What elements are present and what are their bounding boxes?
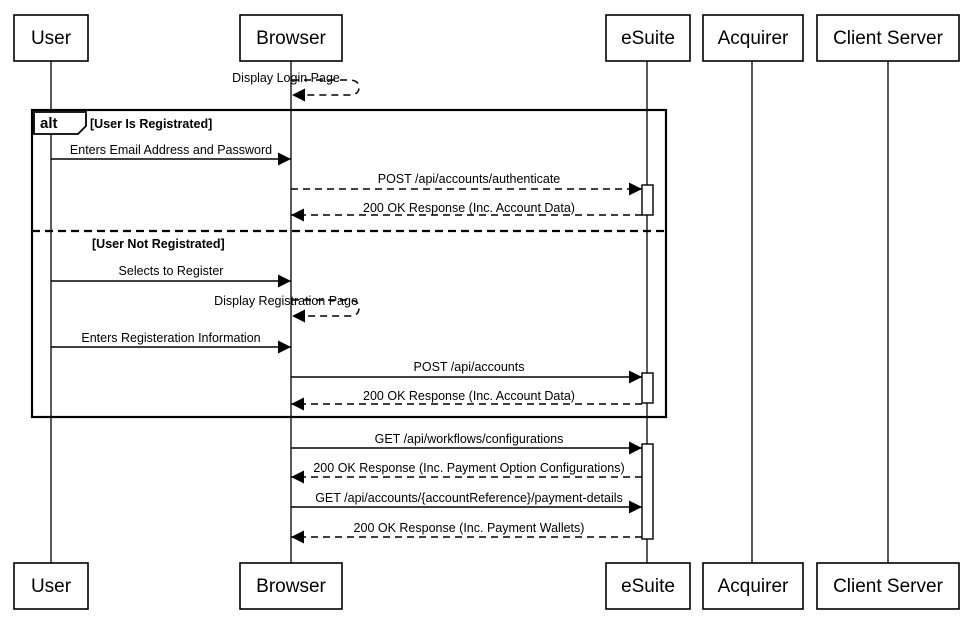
message-label: 200 OK Response (Inc. Account Data) — [363, 201, 575, 215]
participant-footer-client_server[interactable]: Client Server — [816, 562, 960, 610]
participant-header-acquirer[interactable]: Acquirer — [702, 14, 804, 62]
arrowhead — [291, 208, 304, 222]
fragment-operator-tab — [33, 111, 87, 135]
message-m2: Enters Email Address and Password — [51, 143, 291, 166]
participant-footer-user[interactable]: User — [13, 562, 89, 610]
arrowhead — [629, 182, 642, 196]
message-label: Enters Email Address and Password — [70, 143, 272, 157]
participant-label: User — [31, 28, 72, 49]
participant-box[interactable] — [605, 562, 691, 610]
message-path — [292, 79, 360, 96]
arrowhead — [629, 500, 642, 514]
message-m8: POST /api/accounts — [291, 360, 642, 384]
participant-box[interactable] — [702, 562, 804, 610]
fragment-guard-label-1: [User Not Registrated] — [92, 237, 225, 251]
participant-box[interactable] — [702, 14, 804, 62]
message-label: GET /api/accounts/{accountReference}/pay… — [315, 491, 623, 505]
alt-fragment-group: alt [User Is Registrated] [User Not Regist… — [30, 108, 668, 419]
participant-header-client_server[interactable]: Client Server — [816, 14, 960, 62]
participant-label: eSuite — [621, 576, 675, 597]
message-label: POST /api/accounts — [414, 360, 525, 374]
arrowhead — [292, 309, 305, 323]
activation-bars-group — [641, 184, 654, 540]
activation-bar-esuite-1 — [641, 372, 654, 404]
message-m3: POST /api/accounts/authenticate — [291, 172, 642, 196]
message-m11: 200 OK Response (Inc. Payment Option Con… — [291, 461, 642, 484]
participant-footers-group: User Browser eSuite Acquirer Client Server — [13, 562, 960, 610]
message-m13: 200 OK Response (Inc. Payment Wallets) — [291, 521, 642, 544]
fragment-frame-alt-registration — [30, 108, 668, 419]
message-m12: GET /api/accounts/{accountReference}/pay… — [291, 491, 642, 514]
arrowhead — [629, 441, 642, 455]
participant-label: User — [31, 576, 72, 597]
message-label: Selects to Register — [119, 264, 224, 278]
participant-label: Browser — [256, 576, 326, 597]
arrowhead — [292, 88, 305, 102]
participant-header-browser[interactable]: Browser — [239, 14, 343, 62]
participant-label: Client Server — [833, 28, 943, 49]
arrowhead — [629, 370, 642, 384]
message-label: Display Login Page — [232, 71, 340, 85]
activation-bar-esuite-2 — [641, 443, 654, 540]
arrowhead — [278, 274, 291, 288]
message-label: Enters Registeration Information — [81, 331, 260, 345]
message-path — [292, 299, 360, 317]
message-label: 200 OK Response (Inc. Account Data) — [363, 389, 575, 403]
participant-box[interactable] — [816, 14, 960, 62]
message-m1: Display Login Page — [232, 71, 360, 102]
arrowhead — [291, 470, 304, 484]
message-label: 200 OK Response (Inc. Payment Option Con… — [313, 461, 624, 475]
participant-box[interactable] — [239, 562, 343, 610]
participant-box[interactable] — [605, 14, 691, 62]
arrowhead — [291, 530, 304, 544]
message-label: POST /api/accounts/authenticate — [378, 172, 561, 186]
participant-box[interactable] — [816, 562, 960, 610]
participant-label: Acquirer — [718, 576, 789, 597]
participant-label: Client Server — [833, 576, 943, 597]
message-label: Display Registration Page — [214, 294, 358, 308]
message-m4: 200 OK Response (Inc. Account Data) — [291, 201, 642, 222]
participant-box[interactable] — [239, 14, 343, 62]
message-m9: 200 OK Response (Inc. Account Data) — [291, 389, 642, 411]
participant-label: eSuite — [621, 28, 675, 49]
participant-header-user[interactable]: User — [13, 14, 89, 62]
participant-label: Browser — [256, 28, 326, 49]
message-m5: Selects to Register — [51, 264, 291, 288]
arrowhead — [278, 340, 291, 354]
activation-bar-esuite-0 — [641, 184, 654, 216]
participant-footer-browser[interactable]: Browser — [239, 562, 343, 610]
message-label: GET /api/workflows/configurations — [375, 432, 564, 446]
participant-box[interactable] — [13, 562, 89, 610]
participant-header-esuite[interactable]: eSuite — [605, 14, 691, 62]
arrowhead — [291, 397, 304, 411]
participant-headers-group: User Browser eSuite Acquirer Client Server — [13, 14, 960, 62]
participant-footer-esuite[interactable]: eSuite — [605, 562, 691, 610]
participant-label: Acquirer — [718, 28, 789, 49]
message-m7: Enters Registeration Information — [51, 331, 291, 354]
message-m6: Display Registration Page — [214, 294, 360, 323]
arrowhead — [278, 152, 291, 166]
lifelines-group — [50, 61, 889, 563]
message-m10: GET /api/workflows/configurations — [291, 432, 642, 455]
fragment-operator-label: alt — [40, 115, 58, 132]
participant-box[interactable] — [13, 14, 89, 62]
message-label: 200 OK Response (Inc. Payment Wallets) — [354, 521, 585, 535]
participant-footer-acquirer[interactable]: Acquirer — [702, 562, 804, 610]
fragment-guard-label-0: [User Is Registrated] — [90, 117, 212, 131]
